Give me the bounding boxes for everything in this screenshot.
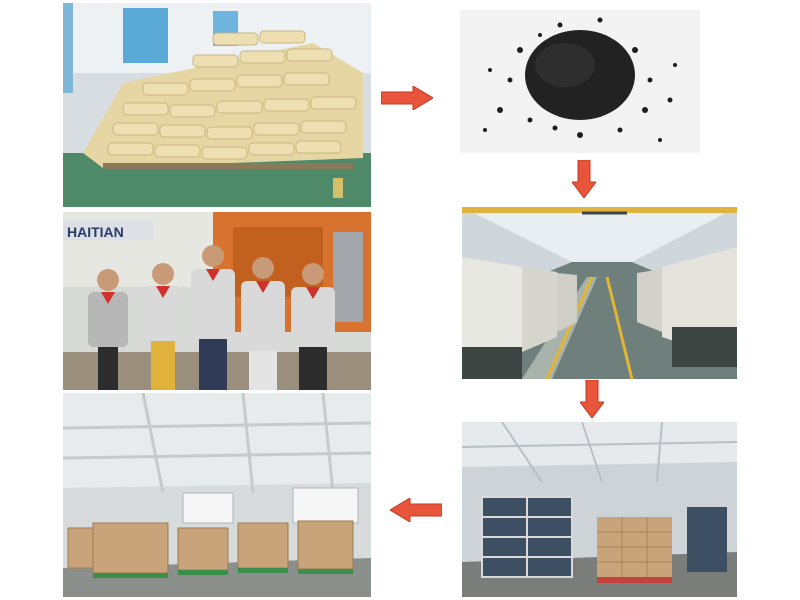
- arrow-left-icon: [390, 498, 442, 522]
- machine-brand-label: HAITIAN: [67, 224, 124, 240]
- raw-material-bags-photo: [63, 3, 371, 207]
- warehouse-storage-photo: [63, 393, 371, 597]
- arrow-down-icon-1: [572, 160, 596, 198]
- finished-goods-racks-photo: [462, 422, 737, 597]
- arrow-down-icon-2: [580, 380, 604, 418]
- staff-team-photo: HAITIAN: [63, 212, 371, 390]
- injection-molding-workshop-photo: [462, 207, 737, 379]
- plastic-pellets-photo: [460, 10, 700, 153]
- arrow-right-icon: [381, 86, 433, 110]
